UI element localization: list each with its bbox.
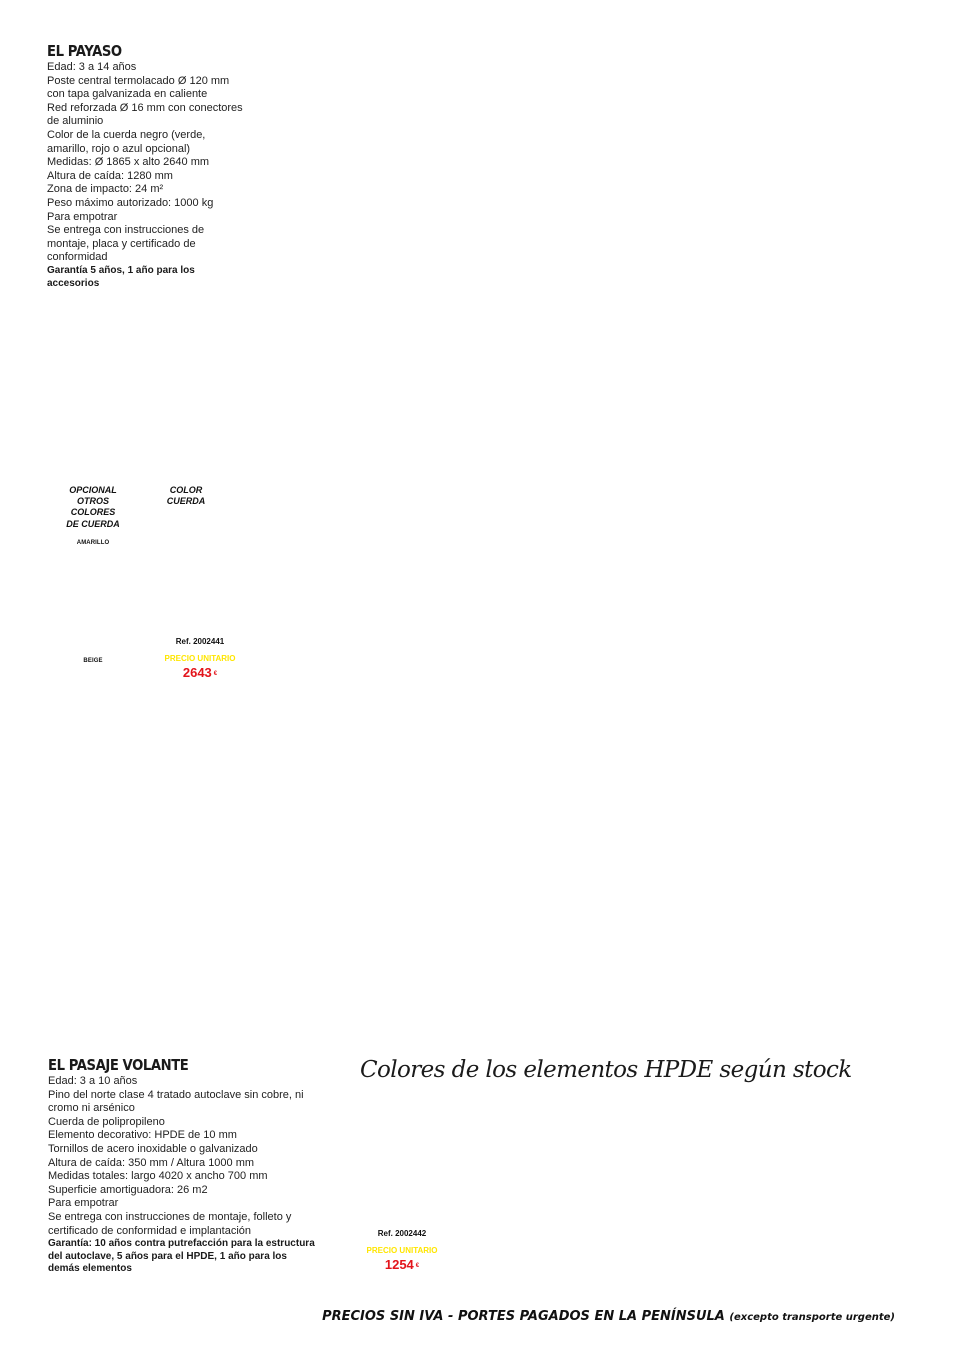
spec-line: Edad: 3 a 10 años: [48, 1075, 138, 1087]
price-block: Ref. 2002442 PRECIO UNITARIO 1254€: [352, 1229, 452, 1272]
warranty-text: Garantía 5 años, 1 año para los accesori…: [47, 264, 195, 289]
product-el-pasaje-volante: EL PASAJE VOLANTE Edad: 3 a 10 años Pino…: [48, 1056, 338, 1276]
currency-symbol: €: [415, 1262, 420, 1269]
spec-line: conformidad: [47, 251, 108, 264]
product-title: EL PAYASO: [47, 42, 122, 60]
price-block: Ref. 2002441 PRECIO UNITARIO 2643€: [150, 637, 250, 680]
spec-line: Zona de impacto: 24 m²: [47, 183, 164, 196]
price-label: PRECIO UNITARIO: [366, 1246, 438, 1255]
product-title: EL PASAJE VOLANTE: [48, 1056, 189, 1074]
spec-line: Pino del norte clase 4 tratado autoclave…: [48, 1088, 304, 1101]
product-el-payaso: EL PAYASO Edad: 3 a 14 años Poste centra…: [47, 42, 287, 290]
spec-line: Color de la cuerda negro (verde,: [47, 128, 206, 141]
price-value: 2643€: [182, 665, 218, 680]
spec-line: Se entrega con instrucciones de montaje,…: [48, 1210, 292, 1223]
currency-symbol: €: [213, 670, 218, 677]
spec-line: Para empotrar: [47, 210, 118, 223]
spec-line: Peso máximo autorizado: 1000 kg: [47, 196, 214, 209]
footer-shipping-note: (excepto transporte urgente): [729, 1312, 895, 1323]
spec-list: Edad: 3 a 10 años Pino del norte clase 4…: [48, 1075, 338, 1238]
spec-line: Se entrega con instrucciones de: [47, 224, 205, 237]
color-option-amarillo: AMARILLO: [76, 540, 110, 546]
spec-line: Altura de caída: 350 mm / Altura 1000 mm: [48, 1156, 255, 1169]
optional-colors-label: OPCIONAL OTROS COLORES DE CUERDA: [66, 485, 120, 529]
spec-line: Medidas: Ø 1865 x alto 2640 mm: [47, 156, 210, 169]
price-value: 1254€: [384, 1257, 420, 1272]
spec-line: de aluminio: [47, 115, 104, 128]
spec-list: Edad: 3 a 14 años Poste central termolac…: [47, 61, 287, 265]
color-option-beige: BEIGE: [83, 658, 103, 664]
warranty-text: Garantía: 10 años contra putrefacción pa…: [48, 1238, 315, 1275]
spec-line: Poste central termolacado Ø 120 mm: [47, 74, 230, 87]
rope-color-label: COLOR CUERDA: [166, 485, 206, 507]
spec-line: Red reforzada Ø 16 mm con conectores: [47, 101, 243, 114]
spec-line: Altura de caída: 1280 mm: [47, 169, 173, 182]
spec-line: cromo ni arsénico: [48, 1102, 135, 1115]
spec-line: con tapa galvanizada en caliente: [47, 88, 208, 101]
product-ref: Ref. 2002441: [175, 637, 225, 646]
spec-line: Para empotrar: [48, 1197, 119, 1210]
spec-line: certificado de conformidad e implantació…: [48, 1224, 252, 1237]
spec-line: montaje, placa y certificado de: [47, 237, 196, 250]
spec-line: Tornillos de acero inoxidable o galvaniz…: [48, 1142, 258, 1155]
spec-line: amarillo, rojo o azul opcional): [47, 142, 191, 155]
product-ref: Ref. 2002442: [377, 1229, 427, 1238]
hpde-colors-note: Colores de los elementos HPDE según stoc…: [360, 1057, 852, 1083]
spec-line: Medidas totales: largo 4020 x ancho 700 …: [48, 1170, 268, 1183]
spec-line: Elemento decorativo: HPDE de 10 mm: [48, 1129, 237, 1142]
spec-line: Cuerda de polipropileno: [48, 1115, 165, 1128]
spec-line: Superficie amortiguadora: 26 m2: [48, 1183, 208, 1196]
price-label: PRECIO UNITARIO: [164, 654, 236, 663]
spec-line: Edad: 3 a 14 años: [47, 61, 137, 73]
footer-price-note: PRECIOS SIN IVA - PORTES PAGADOS EN LA P…: [322, 1309, 895, 1324]
